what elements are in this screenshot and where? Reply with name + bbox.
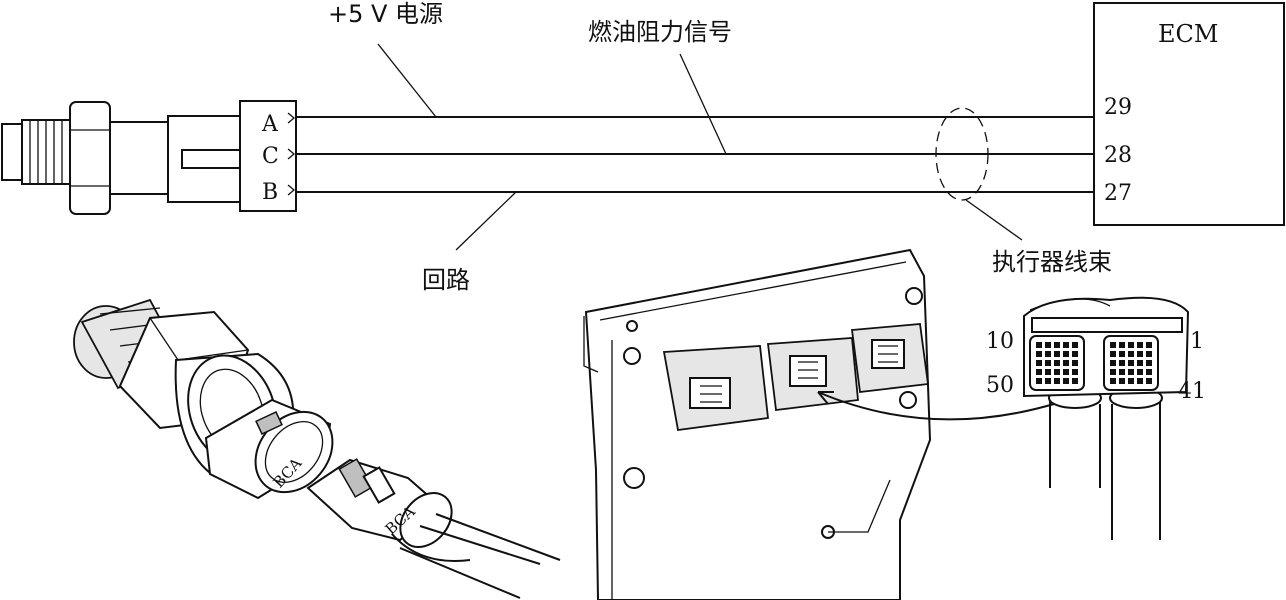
pin-label-1: 1 (1190, 329, 1204, 354)
pin-cell (1110, 351, 1116, 357)
pin-cell (1045, 378, 1051, 384)
pin-cell (1146, 378, 1152, 384)
pin-cell (1063, 342, 1069, 348)
pin-cell (1137, 360, 1143, 366)
ecm-pin-27: 27 (1104, 181, 1132, 206)
pin-cell (1045, 351, 1051, 357)
pin-cell (1146, 351, 1152, 357)
pin-cell (1054, 378, 1060, 384)
pin-cell (1110, 360, 1116, 366)
pin-cell (1045, 360, 1051, 366)
leader-signal (679, 53, 727, 155)
pin-cell (1036, 342, 1042, 348)
pin-cell (1045, 342, 1051, 348)
pin-cell (1063, 351, 1069, 357)
harness-bundle-marker (935, 107, 989, 201)
pin-cell (1119, 342, 1125, 348)
terminal-c-label: C (262, 144, 279, 169)
pin-cell (1128, 342, 1134, 348)
pin-cell (1137, 351, 1143, 357)
ecm-title: ECM (1158, 20, 1218, 48)
sensor-connector-box (239, 100, 297, 212)
pin-cell (1063, 360, 1069, 366)
terminal-a-label: A (261, 112, 279, 137)
leader-return (455, 191, 517, 251)
ecm-pin-29: 29 (1104, 95, 1132, 120)
pin-label-50: 50 (986, 373, 1014, 398)
pin-cell (1072, 342, 1078, 348)
pin-cell (1119, 360, 1125, 366)
pin-cell (1072, 351, 1078, 357)
pin-cell (1110, 378, 1116, 384)
pressure-sensor-icon (73, 298, 334, 500)
fuel-signal-label: 燃油阻力信号 (588, 18, 732, 46)
pin-cell (1054, 342, 1060, 348)
pin-cell (1063, 378, 1069, 384)
pin-cell (1146, 360, 1152, 366)
pin-cell (1128, 351, 1134, 357)
pin-cell (1072, 369, 1078, 375)
pin-cell (1110, 342, 1116, 348)
pin-cell (1128, 369, 1134, 375)
pin-cell (1137, 378, 1143, 384)
harness-plug-icon (1023, 296, 1190, 540)
pin-cell (1036, 351, 1042, 357)
power-5v-label: +5 V 电源 (328, 0, 443, 28)
pin-cell (1063, 369, 1069, 375)
mating-plug-icon (306, 458, 561, 599)
pin-label-10: 10 (986, 329, 1014, 354)
pin-cell (1119, 369, 1125, 375)
pin-grid-right (1110, 342, 1152, 384)
pin-cell (1054, 351, 1060, 357)
pin-cell (1128, 378, 1134, 384)
pin-cell (1146, 342, 1152, 348)
plug-to-ecm-arrow (817, 391, 1055, 421)
pin-cell (1036, 378, 1042, 384)
terminal-b-label: B (262, 180, 278, 205)
ecm-module-icon (583, 248, 932, 600)
sensor-side-view-icon (1, 101, 241, 215)
leader-power (377, 43, 437, 118)
pin-cell (1072, 378, 1078, 384)
chevron-c-icon (287, 148, 296, 160)
pin-cell (1128, 360, 1134, 366)
pin-cell (1110, 369, 1116, 375)
chevron-a-icon (287, 112, 296, 124)
pin-label-41: 41 (1178, 379, 1206, 404)
pin-cell (1045, 369, 1051, 375)
pin-cell (1119, 378, 1125, 384)
harness-label: 执行器线束 (992, 248, 1112, 276)
leader-harness (965, 199, 1023, 241)
arrow-head-icon (817, 391, 834, 405)
return-label: 回路 (422, 266, 470, 294)
pin-cell (1054, 369, 1060, 375)
pin-cell (1036, 369, 1042, 375)
ecm-pin-28: 28 (1104, 143, 1132, 168)
ecm-box (1093, 2, 1285, 226)
pin-cell (1146, 369, 1152, 375)
pin-cell (1054, 360, 1060, 366)
pin-grid-left (1036, 342, 1078, 384)
chevron-b-icon (287, 184, 296, 196)
pin-cell (1137, 369, 1143, 375)
pin-cell (1072, 360, 1078, 366)
pin-cell (1036, 360, 1042, 366)
pin-cell (1119, 351, 1125, 357)
pin-cell (1137, 342, 1143, 348)
